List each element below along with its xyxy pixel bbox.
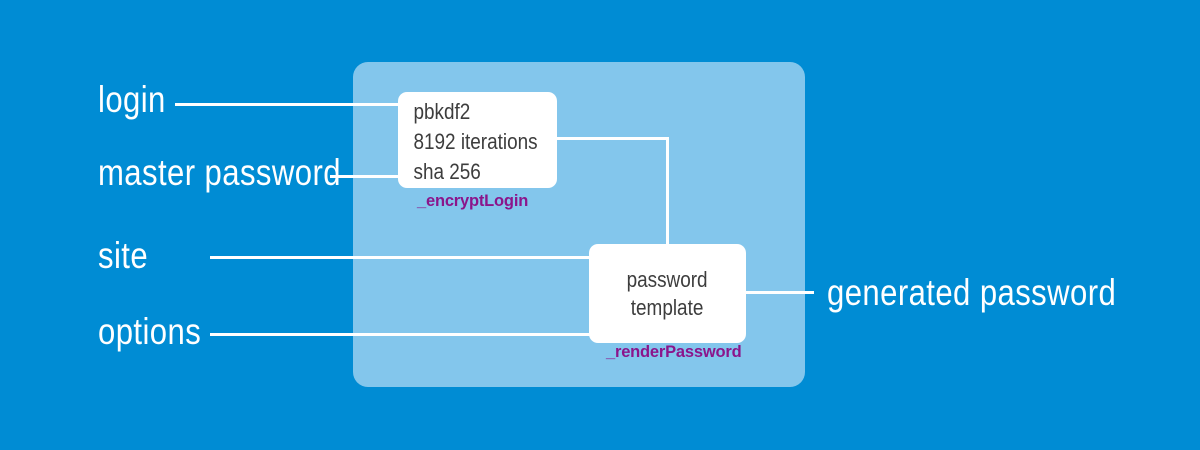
render-password-box-line-1: password <box>627 266 708 292</box>
input-label-login: login <box>98 79 166 120</box>
input-label-options: options <box>98 311 202 352</box>
render-password-box-line-2: template <box>631 294 704 320</box>
connector-login-line <box>175 103 400 106</box>
connector-options-line <box>210 333 591 336</box>
input-label-site: site <box>98 235 149 276</box>
connector-site-line <box>210 256 591 259</box>
connector-master-password-line <box>330 175 400 178</box>
render-password-function-label: _renderPassword <box>606 343 742 361</box>
encrypt-login-box-line-1: pbkdf2 <box>413 99 471 124</box>
connector-generated-password-line <box>745 291 814 294</box>
encrypt-login-function-label: _encryptLogin <box>417 192 529 210</box>
encrypt-login-box-line-3: sha 256 <box>413 159 481 184</box>
input-label-master-password: master password <box>98 152 341 193</box>
render-password-box: password template <box>589 244 746 343</box>
connector-encrypt-output-horizontal-line <box>556 137 669 140</box>
encrypt-login-box: pbkdf2 8192 iterations sha 256 <box>398 92 557 188</box>
connector-encrypt-output-vertical-line <box>666 137 669 245</box>
encrypt-login-box-line-2: 8192 iterations <box>413 129 538 154</box>
output-label-generated-password: generated password <box>827 272 1117 313</box>
